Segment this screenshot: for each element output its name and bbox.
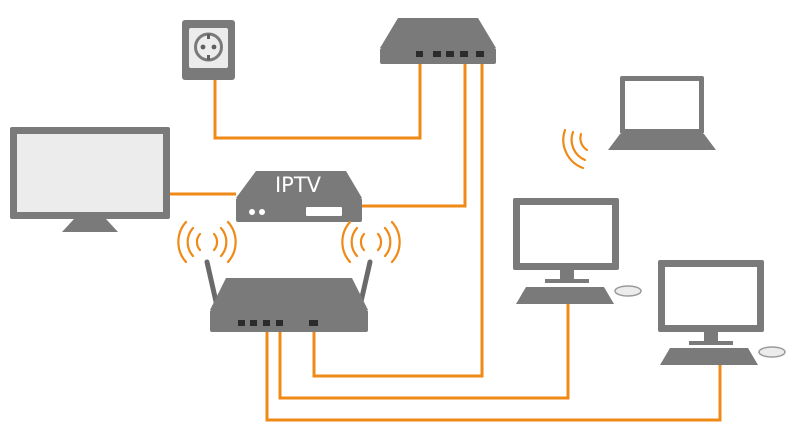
router-wifi-left-icon (177, 220, 237, 264)
tv-icon (10, 127, 170, 232)
router-wifi-right-icon (341, 220, 401, 264)
power-outlet-icon (182, 20, 235, 80)
laptop-icon (608, 76, 716, 150)
cables (170, 60, 722, 422)
cable-modem-iptv (362, 60, 467, 208)
iptv-box-label: IPTV (275, 173, 322, 197)
wifi-router-icon (204, 259, 373, 332)
modem-icon (380, 18, 496, 64)
cable-outlet-modem (213, 60, 422, 140)
mouse-icon (614, 285, 642, 297)
keyboard-icon (660, 348, 758, 365)
cable-router-pc2 (265, 330, 722, 422)
keyboard-icon (516, 287, 614, 304)
mouse-icon (758, 346, 786, 358)
desktop-pc-icon (513, 198, 642, 304)
desktop-pc-icon (658, 260, 786, 365)
cable-modem-router (312, 60, 484, 378)
laptop-wifi-icon (562, 128, 589, 170)
cable-router-pc1 (278, 302, 570, 400)
iptv-box-icon: IPTV (236, 171, 362, 222)
